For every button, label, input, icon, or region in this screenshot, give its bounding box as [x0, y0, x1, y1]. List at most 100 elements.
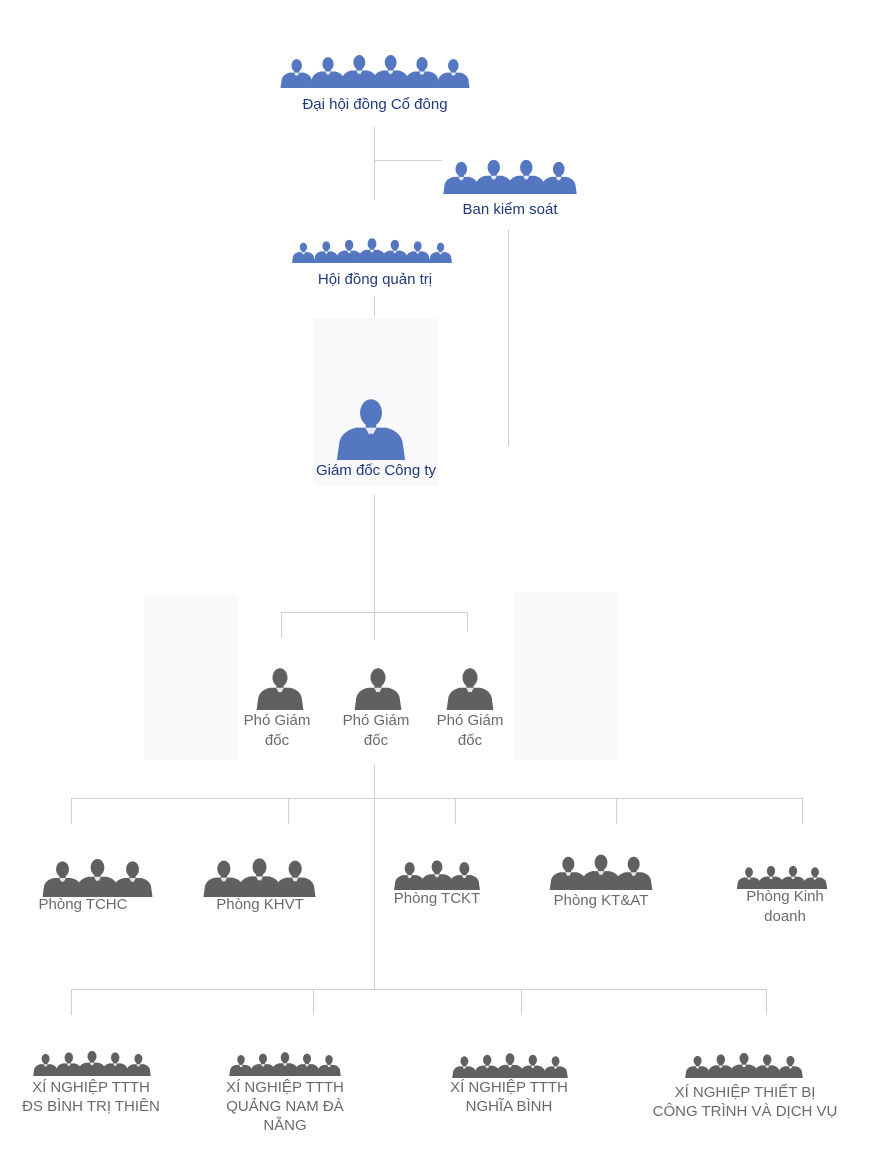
director-businessman-icon [336, 399, 406, 460]
department-label-tckt: Phòng TCKT [370, 889, 504, 909]
person-silhouette-icon [340, 55, 378, 88]
connector [71, 798, 72, 824]
person-silhouette-icon [33, 1053, 59, 1076]
connector [71, 989, 72, 1015]
person-silhouette-icon [707, 1054, 735, 1078]
person-silhouette-icon [443, 161, 480, 194]
connector [281, 612, 468, 613]
person-silhouette-icon [540, 161, 577, 194]
department-label-line1: Phòng KT&AT [553, 892, 649, 909]
department-label-khvt: Phòng KHVT [190, 895, 330, 915]
department-group-icon [549, 854, 653, 890]
person-silhouette-icon [729, 1052, 759, 1078]
deputy-label-1: Phó Giám đốc [230, 711, 324, 751]
connector [288, 798, 289, 824]
enterprise-label-line1: XÍ NGHIỆP TTTH [226, 1079, 344, 1096]
person-silhouette-icon [229, 1055, 253, 1076]
department-label-tchc: Phòng TCHC [15, 895, 151, 915]
person-silhouette-icon [310, 57, 346, 88]
deputy-businessman-icon [446, 668, 494, 710]
deputy-label-2: Phó Giám đốc [329, 711, 423, 751]
person-silhouette-icon [271, 1052, 299, 1076]
connector [374, 296, 375, 316]
board-group-icon [292, 238, 452, 263]
shareholders-group-icon [280, 55, 470, 88]
enterprise-label-line2: NGHĨA BÌNH [465, 1098, 553, 1115]
enterprise-label-line2: ĐS BÌNH TRỊ THIÊN [22, 1098, 160, 1115]
person-silhouette-icon [405, 241, 430, 263]
department-label-kinh-doanh: Phòng Kinh doanh [720, 887, 850, 927]
deputies-panel-left [144, 596, 238, 760]
person-silhouette-icon [336, 239, 363, 263]
enterprise-group-icon [229, 1052, 341, 1076]
department-label-ktat: Phòng KT&AT [531, 891, 671, 911]
person-silhouette-icon [446, 668, 494, 710]
connector [71, 989, 767, 990]
connector [281, 612, 282, 638]
person-silhouette-icon [112, 861, 153, 897]
connector [71, 798, 803, 799]
person-silhouette-icon [314, 241, 339, 263]
person-silhouette-icon [420, 860, 454, 890]
connector [455, 798, 456, 824]
person-silhouette-icon [685, 1055, 711, 1078]
deputy-label-line2: đốc [457, 732, 483, 749]
person-silhouette-icon [294, 1053, 320, 1076]
supervisory-group-icon [443, 159, 577, 194]
person-silhouette-icon [42, 861, 83, 897]
connector [313, 989, 314, 1015]
department-label-line1: Phòng TCKT [393, 890, 481, 907]
enterprise-label-line2: QUẢNG NAM ĐÀ [226, 1098, 344, 1115]
person-silhouette-icon [758, 865, 784, 889]
deputy-label-3: Phó Giám đốc [423, 711, 517, 751]
person-silhouette-icon [549, 856, 588, 890]
enterprise-label-nghia-binh: XÍ NGHIỆP TTTH NGHĨA BÌNH [428, 1078, 590, 1116]
person-silhouette-icon [802, 867, 828, 889]
deputy-label-line1: Phó Giám [243, 712, 311, 729]
person-silhouette-icon [250, 1053, 276, 1076]
enterprise-label-quang-nam: XÍ NGHIỆP TTTH QUẢNG NAM ĐÀ NẴNG [205, 1078, 365, 1135]
department-group-icon [42, 859, 153, 897]
person-silhouette-icon [358, 238, 386, 263]
department-group-icon [736, 865, 828, 889]
person-silhouette-icon [317, 1055, 341, 1076]
person-silhouette-icon [777, 1055, 803, 1078]
deputy-label-line2: đốc [363, 732, 389, 749]
person-silhouette-icon [507, 159, 546, 194]
person-silhouette-icon [736, 867, 762, 889]
deputy-label-line1: Phó Giám [436, 712, 504, 729]
deputies-panel-right [514, 592, 618, 760]
deputy-label-line1: Phó Giám [342, 712, 410, 729]
person-silhouette-icon [543, 1056, 568, 1078]
connector [374, 160, 442, 161]
department-label-line1: Phòng TCHC [38, 896, 128, 913]
enterprise-label-line1: XÍ NGHIỆP THIẾT BỊ [674, 1084, 816, 1101]
person-silhouette-icon [256, 668, 304, 710]
person-silhouette-icon [437, 59, 470, 88]
enterprise-label-binh-tri-thien: XÍ NGHIỆP TTTH ĐS BÌNH TRỊ THIÊN [6, 1078, 176, 1116]
department-group-icon [394, 860, 480, 890]
connector [374, 765, 375, 989]
person-silhouette-icon [753, 1054, 781, 1078]
enterprise-group-icon [685, 1052, 803, 1078]
connector [766, 989, 767, 1015]
shareholders-label: Đại hội đồng Cổ đông [302, 96, 448, 113]
department-group-icon [203, 858, 316, 897]
enterprise-group-icon [452, 1053, 568, 1078]
enterprise-label-line1: XÍ NGHIỆP TTTH [450, 1079, 568, 1096]
person-silhouette-icon [519, 1054, 546, 1078]
person-silhouette-icon [452, 1056, 477, 1078]
department-label-line1: Phòng Kinh [746, 888, 824, 905]
director-label: Giám đốc Công ty [315, 462, 437, 479]
department-label-line1: Phòng KHVT [216, 896, 304, 913]
person-silhouette-icon [203, 860, 245, 897]
enterprise-label-line3: NẴNG [263, 1117, 307, 1134]
enterprise-group-icon [33, 1050, 151, 1076]
person-silhouette-icon [280, 59, 313, 88]
enterprise-label-line2: CÔNG TRÌNH VÀ DỊCH VỤ [652, 1103, 838, 1120]
person-silhouette-icon [76, 859, 119, 897]
person-silhouette-icon [55, 1052, 83, 1076]
connector [616, 798, 617, 824]
person-silhouette-icon [780, 865, 806, 889]
